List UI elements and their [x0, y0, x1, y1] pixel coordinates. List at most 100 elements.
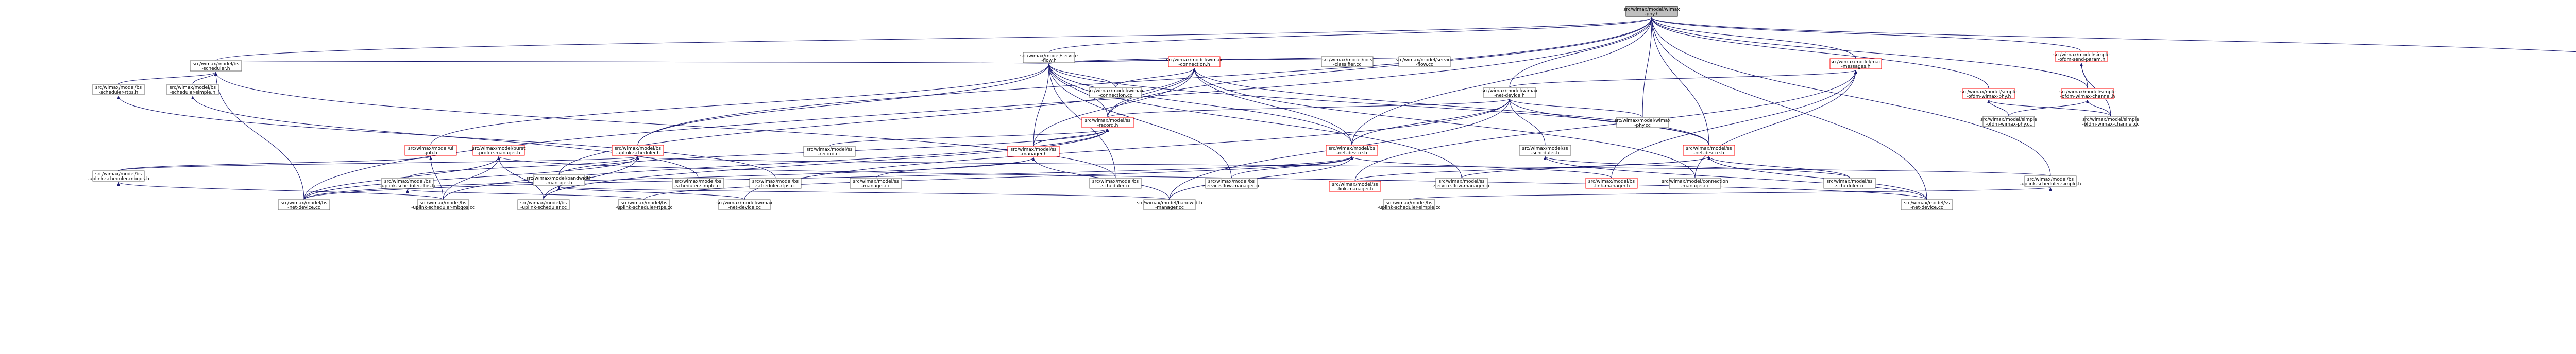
- graph-node-bs-uplink-scheduler-rtps-h[interactable]: src/wimax/model/bs-uplink-scheduler-rtps…: [380, 178, 435, 189]
- edge-root-to-ss-net-device-cc: [1650, 17, 1927, 200]
- node-label-line: src/wimax/model/simple: [2059, 90, 2116, 95]
- graph-node-ss-link-manager-h[interactable]: src/wimax/model/ss-link-manager.h: [1329, 181, 1381, 192]
- graph-node-ss-manager-h[interactable]: src/wimax/model/ss-manager.h: [1007, 146, 1060, 157]
- node-label-line: -scheduler.h: [201, 66, 230, 72]
- graph-node-ss-manager-cc[interactable]: src/wimax/model/ss-manager.cc: [850, 178, 902, 189]
- edge-bandwidth-manager-h-to-wimax-net-device-cc: [557, 186, 745, 200]
- graph-node-wimax-phy-cc[interactable]: src/wimax/model/wimax-phy.cc: [1614, 117, 1671, 128]
- node-label-line: -scheduler-simple.cc: [674, 184, 722, 189]
- graph-node-bs-scheduler-rtps-h[interactable]: src/wimax/model/bs-scheduler-rtps.h: [92, 84, 145, 95]
- node-label-line: src/wimax/model/burst: [472, 146, 526, 151]
- graph-node-bs-scheduler-cc[interactable]: src/wimax/model/bs-scheduler.cc: [1089, 178, 1142, 189]
- graph-node-ul-job-h[interactable]: src/wimax/model/ul-job.h: [404, 145, 457, 156]
- graph-node-connection-manager-cc[interactable]: src/wimax/model/connection-manager.cc: [1662, 178, 1728, 189]
- graph-node-bs-net-device-cc[interactable]: src/wimax/model/bs-net-device.cc: [278, 199, 330, 210]
- node-label-line: src/wimax/model/bs: [615, 146, 661, 151]
- edge-root-to-wimax-phy-cc: [1642, 17, 1653, 118]
- edge-wimax-net-device-h-to-ss-scheduler-h: [1508, 98, 1546, 146]
- node-box: [718, 199, 771, 210]
- graph-node-burst-profile-manager-h[interactable]: src/wimax/model/burst-profile-manager.h: [472, 145, 526, 156]
- graph-node-ipcs-classifier-cc[interactable]: src/wimax/model/ipcs-classifier.cc: [1321, 56, 1374, 67]
- graph-node-ss-scheduler-h[interactable]: src/wimax/model/ss-scheduler.h: [1519, 145, 1571, 156]
- graph-node-service-flow-h[interactable]: src/wimax/model/service-flow.h: [1020, 52, 1078, 63]
- graph-node-bs-link-manager-h[interactable]: src/wimax/model/bs-link-manager.h: [1585, 178, 1638, 189]
- node-label-line: src/wimax/model/bs: [420, 201, 466, 206]
- edge-bs-uplink-scheduler-simple-h-to-bs-uplink-scheduler-simple-cc: [1409, 187, 2052, 200]
- edge-root-to-wimax-net-device-h: [1509, 17, 1653, 88]
- node-label-line: -record.cc: [818, 152, 841, 157]
- graph-node-simple-ofdm-wimax-phy-h[interactable]: src/wimax/model/simple-ofdm-wimax-phy.h: [1960, 88, 2017, 99]
- graph-node-wimax-net-device-cc[interactable]: src/wimax/model/wimax-net-device.cc: [716, 199, 773, 210]
- node-box: [749, 178, 802, 189]
- graph-node-bs-uplink-scheduler-cc[interactable]: src/wimax/model/bs-uplink-scheduler.cc: [517, 199, 570, 210]
- graph-node-ss-record-cc[interactable]: src/wimax/model/ss-record.cc: [803, 146, 856, 157]
- edge-simple-ofdm-wimax-channel-h-to-simple-ofdm-wimax-phy-cc: [2008, 99, 2089, 117]
- graph-node-bs-uplink-scheduler-mbqos-cc[interactable]: src/wimax/model/bs-uplink-scheduler-mbqo…: [411, 199, 475, 210]
- edge-bs-net-device-h-to-bs-service-flow-manager-cc: [1231, 156, 1353, 179]
- graph-node-bs-uplink-scheduler-h[interactable]: src/wimax/model/bs-uplink-scheduler.h: [612, 145, 664, 156]
- graph-node-wimax-connection-h[interactable]: src/wimax/model/wimax-connection.h: [1166, 56, 1223, 67]
- graph-node-root[interactable]: src/wimax/model/wimax-phy.h: [1623, 6, 1680, 17]
- edge-bs-net-device-h-to-bs-link-manager-h: [1350, 156, 1612, 179]
- graph-node-bs-scheduler-h[interactable]: src/wimax/model/bs-scheduler.h: [190, 60, 242, 72]
- node-box: [1205, 178, 1258, 189]
- graph-node-simple-ofdm-wimax-channel-h[interactable]: src/wimax/model/simple-ofdm-wimax-channe…: [2059, 88, 2116, 99]
- graph-node-ss-scheduler-cc[interactable]: src/wimax/model/ss-scheduler.cc: [1823, 178, 1876, 189]
- graph-node-wimax-connection-cc[interactable]: src/wimax/model/wimax-connection.cc: [1087, 87, 1144, 98]
- node-label-line: src/wimax/model/bandwidth: [1137, 201, 1202, 206]
- edge-wimax-net-device-h-to-ss-net-device-h: [1508, 98, 1709, 146]
- node-box: [2084, 116, 2137, 127]
- node-box: [1081, 117, 1134, 128]
- node-box: [1435, 178, 1488, 189]
- graph-node-mac-messages-h[interactable]: src/wimax/model/mac-messages.h: [1829, 58, 1882, 69]
- node-label-line: src/wimax/model/ss: [1904, 201, 1950, 206]
- node-label-line: src/wimax/model/ss: [1010, 147, 1056, 152]
- node-box: [2024, 175, 2077, 187]
- graph-node-ss-record-h[interactable]: src/wimax/model/ss-record.h: [1081, 117, 1134, 128]
- graph-node-simple-ofdm-send-param[interactable]: src/wimax/model/simple-ofdm-send-param.h: [2053, 51, 2110, 62]
- node-label-line: src/wimax/model/wimax: [1087, 88, 1144, 94]
- node-label-line: src/wimax/model/bs: [1588, 179, 1635, 184]
- node-label-line: src/wimax/model/ipcs: [1322, 58, 1372, 63]
- edge-ss-scheduler-h-to-ss-scheduler-cc: [1544, 156, 1850, 179]
- edge-root-to-mac-messages-h: [1650, 17, 1856, 59]
- edge-service-flow-h-to-ul-job-h: [430, 63, 1050, 146]
- node-label-line: src/wimax/model/ss: [1686, 146, 1732, 151]
- graph-node-bs-scheduler-simple-cc[interactable]: src/wimax/model/bs-scheduler-simple.cc: [672, 178, 724, 189]
- node-label-line: -uplink-scheduler-simple.cc: [1378, 205, 1441, 210]
- node-box: [278, 199, 330, 210]
- graph-node-bs-uplink-scheduler-simple-h[interactable]: src/wimax/model/bs-uplink-scheduler-simp…: [2020, 175, 2081, 187]
- graph-node-bs-uplink-scheduler-simple-cc[interactable]: src/wimax/model/bs-uplink-scheduler-simp…: [1378, 199, 1441, 210]
- graph-node-ss-service-flow-manager-cc[interactable]: src/wimax/model/ss-service-flow-manager.…: [1433, 178, 1491, 189]
- graph-node-bs-service-flow-manager-cc[interactable]: src/wimax/model/bs-service-flow-manager.…: [1202, 178, 1261, 189]
- edge-service-flow-h-to-bs-net-device-h: [1047, 63, 1352, 146]
- node-box: [1398, 56, 1451, 67]
- node-box: [1483, 87, 1536, 98]
- graph-node-bs-uplink-scheduler-mbqos-h[interactable]: src/wimax/model/bs-uplink-scheduler-mbqo…: [88, 170, 149, 182]
- edge-mac-messages-h-to-connection-manager-cc: [1694, 69, 1857, 179]
- node-label-line: -uplink-scheduler.h: [616, 151, 660, 156]
- graph-node-bs-scheduler-simple-h[interactable]: src/wimax/model/bs-scheduler-simple.h: [166, 84, 219, 95]
- node-label-line: -scheduler-rtps.cc: [755, 184, 796, 189]
- node-label-line: src/wimax/model/service: [1020, 54, 1078, 59]
- node-box: [612, 145, 664, 156]
- edge-wimax-net-device-h-to-ss-record-h: [1107, 98, 1511, 118]
- node-box: [1616, 117, 1669, 128]
- edge-bs-uplink-scheduler-h-to-bs-uplink-scheduler-simple-h: [637, 156, 2051, 176]
- graph-node-service-flow-cc[interactable]: src/wimax/model/service-flow.cc: [1396, 56, 1453, 67]
- graph-node-bs-uplink-scheduler-rtps-cc[interactable]: src/wimax/model/bs-uplink-scheduler-rtps…: [616, 199, 673, 210]
- graph-node-ss-net-device-h[interactable]: src/wimax/model/ss-net-device.h: [1683, 145, 1735, 156]
- graph-node-simple-ofdm-wimax-phy-cc[interactable]: src/wimax/model/simple-ofdm-wimax-phy.cc: [1980, 116, 2037, 127]
- node-label-line: -scheduler.h: [1531, 151, 1559, 156]
- node-box: [517, 199, 570, 210]
- edge-bs-scheduler-simple-h-to-bs-scheduler-simple-cc: [191, 95, 699, 179]
- graph-node-bs-net-device-h[interactable]: src/wimax/model/bs-net-device.h: [1326, 145, 1378, 156]
- graph-node-simple-ofdm-wimax-channel-cc[interactable]: src/wimax/model/simple-ofdm-wimax-channe…: [2082, 116, 2140, 127]
- graph-node-bandwidth-manager-cc[interactable]: src/wimax/model/bandwidth-manager.cc: [1137, 199, 1202, 210]
- graph-node-ss-net-device-cc[interactable]: src/wimax/model/ss-net-device.cc: [1901, 199, 1953, 210]
- edge-wimax-connection-h-to-wimax-connection-cc: [1115, 67, 1196, 88]
- graph-node-bs-scheduler-rtps-cc[interactable]: src/wimax/model/bs-scheduler-rtps.cc: [749, 178, 802, 189]
- edge-wimax-connection-h-to-ss-record-h: [1107, 67, 1196, 118]
- graph-node-bandwidth-manager-h[interactable]: src/wimax/model/bandwidth-manager.h: [526, 174, 592, 186]
- graph-node-wimax-net-device-h[interactable]: src/wimax/model/wimax-net-device.h: [1481, 87, 1538, 98]
